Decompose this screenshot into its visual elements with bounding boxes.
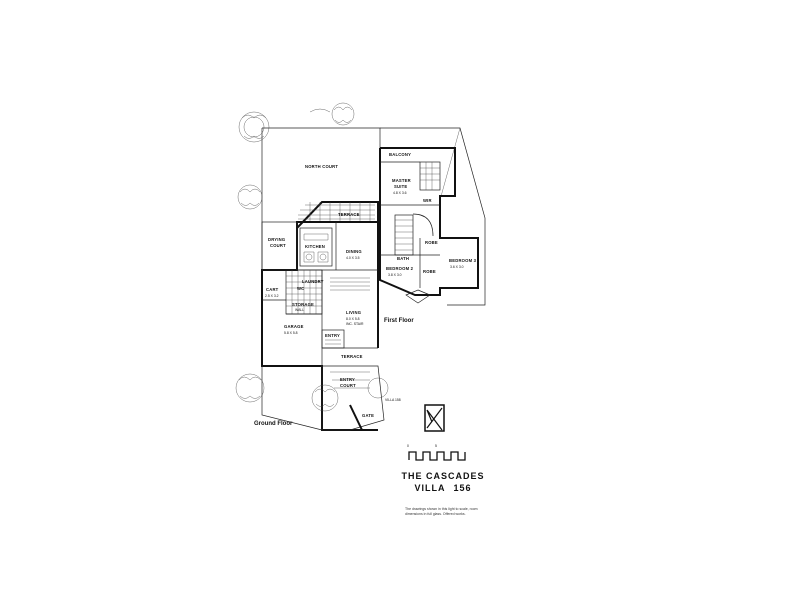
label-cart: CART bbox=[266, 287, 279, 292]
label-wir: WIR bbox=[423, 198, 432, 203]
label-dining: DINING bbox=[346, 249, 362, 254]
label-ground-floor: Ground Floor bbox=[254, 421, 293, 427]
label-entry: ENTRY bbox=[325, 333, 340, 338]
label-first-floor: First Floor bbox=[384, 318, 414, 324]
label-terrace-top: TERRACE bbox=[338, 212, 360, 217]
tree-symbol bbox=[237, 184, 263, 210]
label-north-court: NORTH COURT bbox=[305, 164, 338, 169]
label-storage: STORAGE bbox=[292, 302, 314, 307]
ground-floor-plan bbox=[235, 102, 389, 431]
label-kitchen: KITCHEN bbox=[305, 244, 325, 249]
label-bedroom2: BEDROOM 2 bbox=[386, 266, 414, 271]
first-floor-plan bbox=[379, 127, 486, 306]
label-master-suite-1: MASTER bbox=[392, 178, 411, 183]
label-living: LIVING bbox=[346, 310, 361, 315]
label-entry-court-1: ENTRY bbox=[340, 377, 355, 382]
scale-end-label: 5 bbox=[435, 444, 437, 448]
disclaimer-note: The drawings shown in this light to scal… bbox=[405, 507, 478, 516]
label-living-sub: INC. STAIR bbox=[346, 322, 364, 326]
label-gate: GATE bbox=[362, 413, 374, 418]
label-drying-court-1: DRYING bbox=[268, 237, 285, 242]
label-master-suite-2: SUITE bbox=[394, 184, 407, 189]
tree-symbol bbox=[238, 111, 270, 143]
label-garage: GARAGE bbox=[284, 324, 304, 329]
terrace-tiles bbox=[298, 202, 375, 222]
title-villa: VILLA 156 bbox=[398, 482, 488, 494]
tree-symbol bbox=[331, 102, 355, 126]
tree-symbol bbox=[235, 373, 265, 403]
title-villa-number: 156 bbox=[453, 483, 472, 493]
label-entry-court-2: COURT bbox=[340, 383, 356, 388]
label-wc: WC bbox=[297, 286, 304, 291]
scale-bar: 0 5 bbox=[407, 444, 466, 461]
label-laundry: LAUNDRY bbox=[302, 279, 324, 284]
label-robe-2: ROBE bbox=[423, 269, 436, 274]
title-development: THE CASCADES bbox=[401, 471, 485, 481]
tree-symbol bbox=[311, 384, 339, 412]
label-bath: BATH bbox=[397, 256, 409, 261]
north-arrow bbox=[424, 404, 445, 432]
label-storage-sub: WALL bbox=[295, 308, 304, 312]
label-bedroom3: BEDROOM 3 bbox=[449, 258, 477, 263]
label-bedroom2-dim: 3.8 X 3.0 bbox=[388, 273, 402, 277]
label-living-dim: 8.0 X 5.8 bbox=[346, 317, 360, 321]
label-villa-no: VILLA 158 bbox=[385, 398, 401, 402]
label-master-suite-dim: 4.8 X 3.6 bbox=[393, 191, 407, 195]
scale-start-label: 0 bbox=[407, 444, 409, 448]
room-labels: NORTH COURT BALCONY MASTER SUITE 4.8 X 3… bbox=[254, 152, 477, 427]
label-robe-1: ROBE bbox=[425, 240, 438, 245]
label-bedroom3-dim: 3.6 X 3.0 bbox=[450, 265, 464, 269]
label-dining-dim: 4.0 X 3.5 bbox=[346, 256, 360, 260]
label-garage-dim: 5.8 X 5.8 bbox=[284, 331, 298, 335]
label-balcony: BALCONY bbox=[389, 152, 411, 157]
title-block: THE CASCADES VILLA 156 bbox=[398, 470, 488, 494]
title-villa-word: VILLA bbox=[414, 483, 446, 493]
tree-symbol bbox=[367, 377, 389, 399]
label-terrace-bottom: TERRACE bbox=[341, 354, 363, 359]
label-cart-dim: 2.5 X 3.2 bbox=[265, 294, 279, 298]
label-drying-court-2: COURT bbox=[270, 243, 286, 248]
